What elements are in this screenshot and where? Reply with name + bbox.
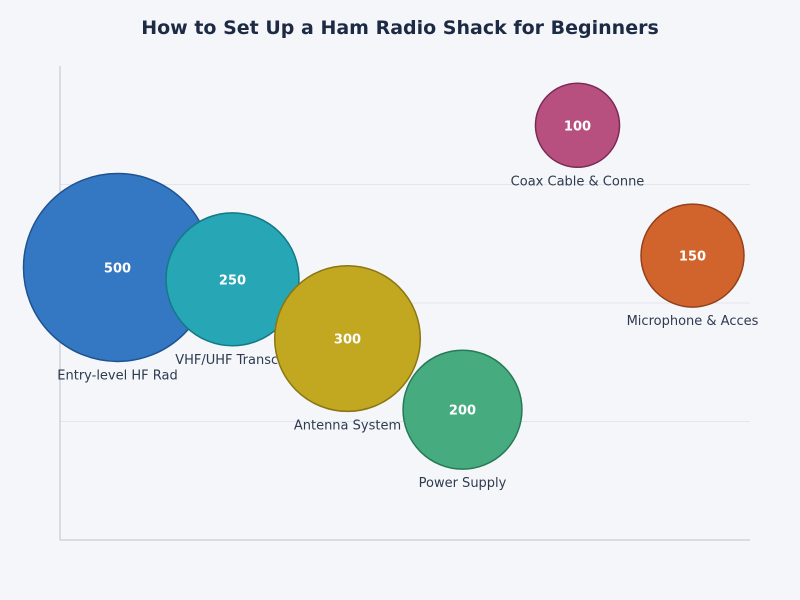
bubble-value-label-5: 150 <box>679 250 706 265</box>
bubble-category-label-4: Coax Cable & Conne <box>511 174 645 189</box>
bubble-5 <box>640 203 745 308</box>
bubble-value-label-2: 300 <box>334 333 361 348</box>
bubble-category-label-2: Antenna System <box>294 418 401 433</box>
bubble-value-label-3: 200 <box>449 404 476 419</box>
bubble-category-label-1: VHF/UHF Transcei <box>175 353 290 368</box>
bubble-value-label-1: 250 <box>219 273 246 288</box>
bubble-value-label-4: 100 <box>564 119 591 134</box>
bubble-category-label-0: Entry-level HF Rad <box>57 368 177 383</box>
bubble-category-label-5: Microphone & Acces <box>627 314 759 329</box>
bubble-1 <box>165 212 300 347</box>
bubble-2 <box>273 264 422 413</box>
bubble-category-label-3: Power Supply <box>419 476 507 491</box>
bubble-4 <box>534 82 621 169</box>
bubble-value-label-0: 500 <box>104 261 131 276</box>
chart-title: How to Set Up a Ham Radio Shack for Begi… <box>141 17 659 39</box>
bubble-3 <box>402 349 523 470</box>
